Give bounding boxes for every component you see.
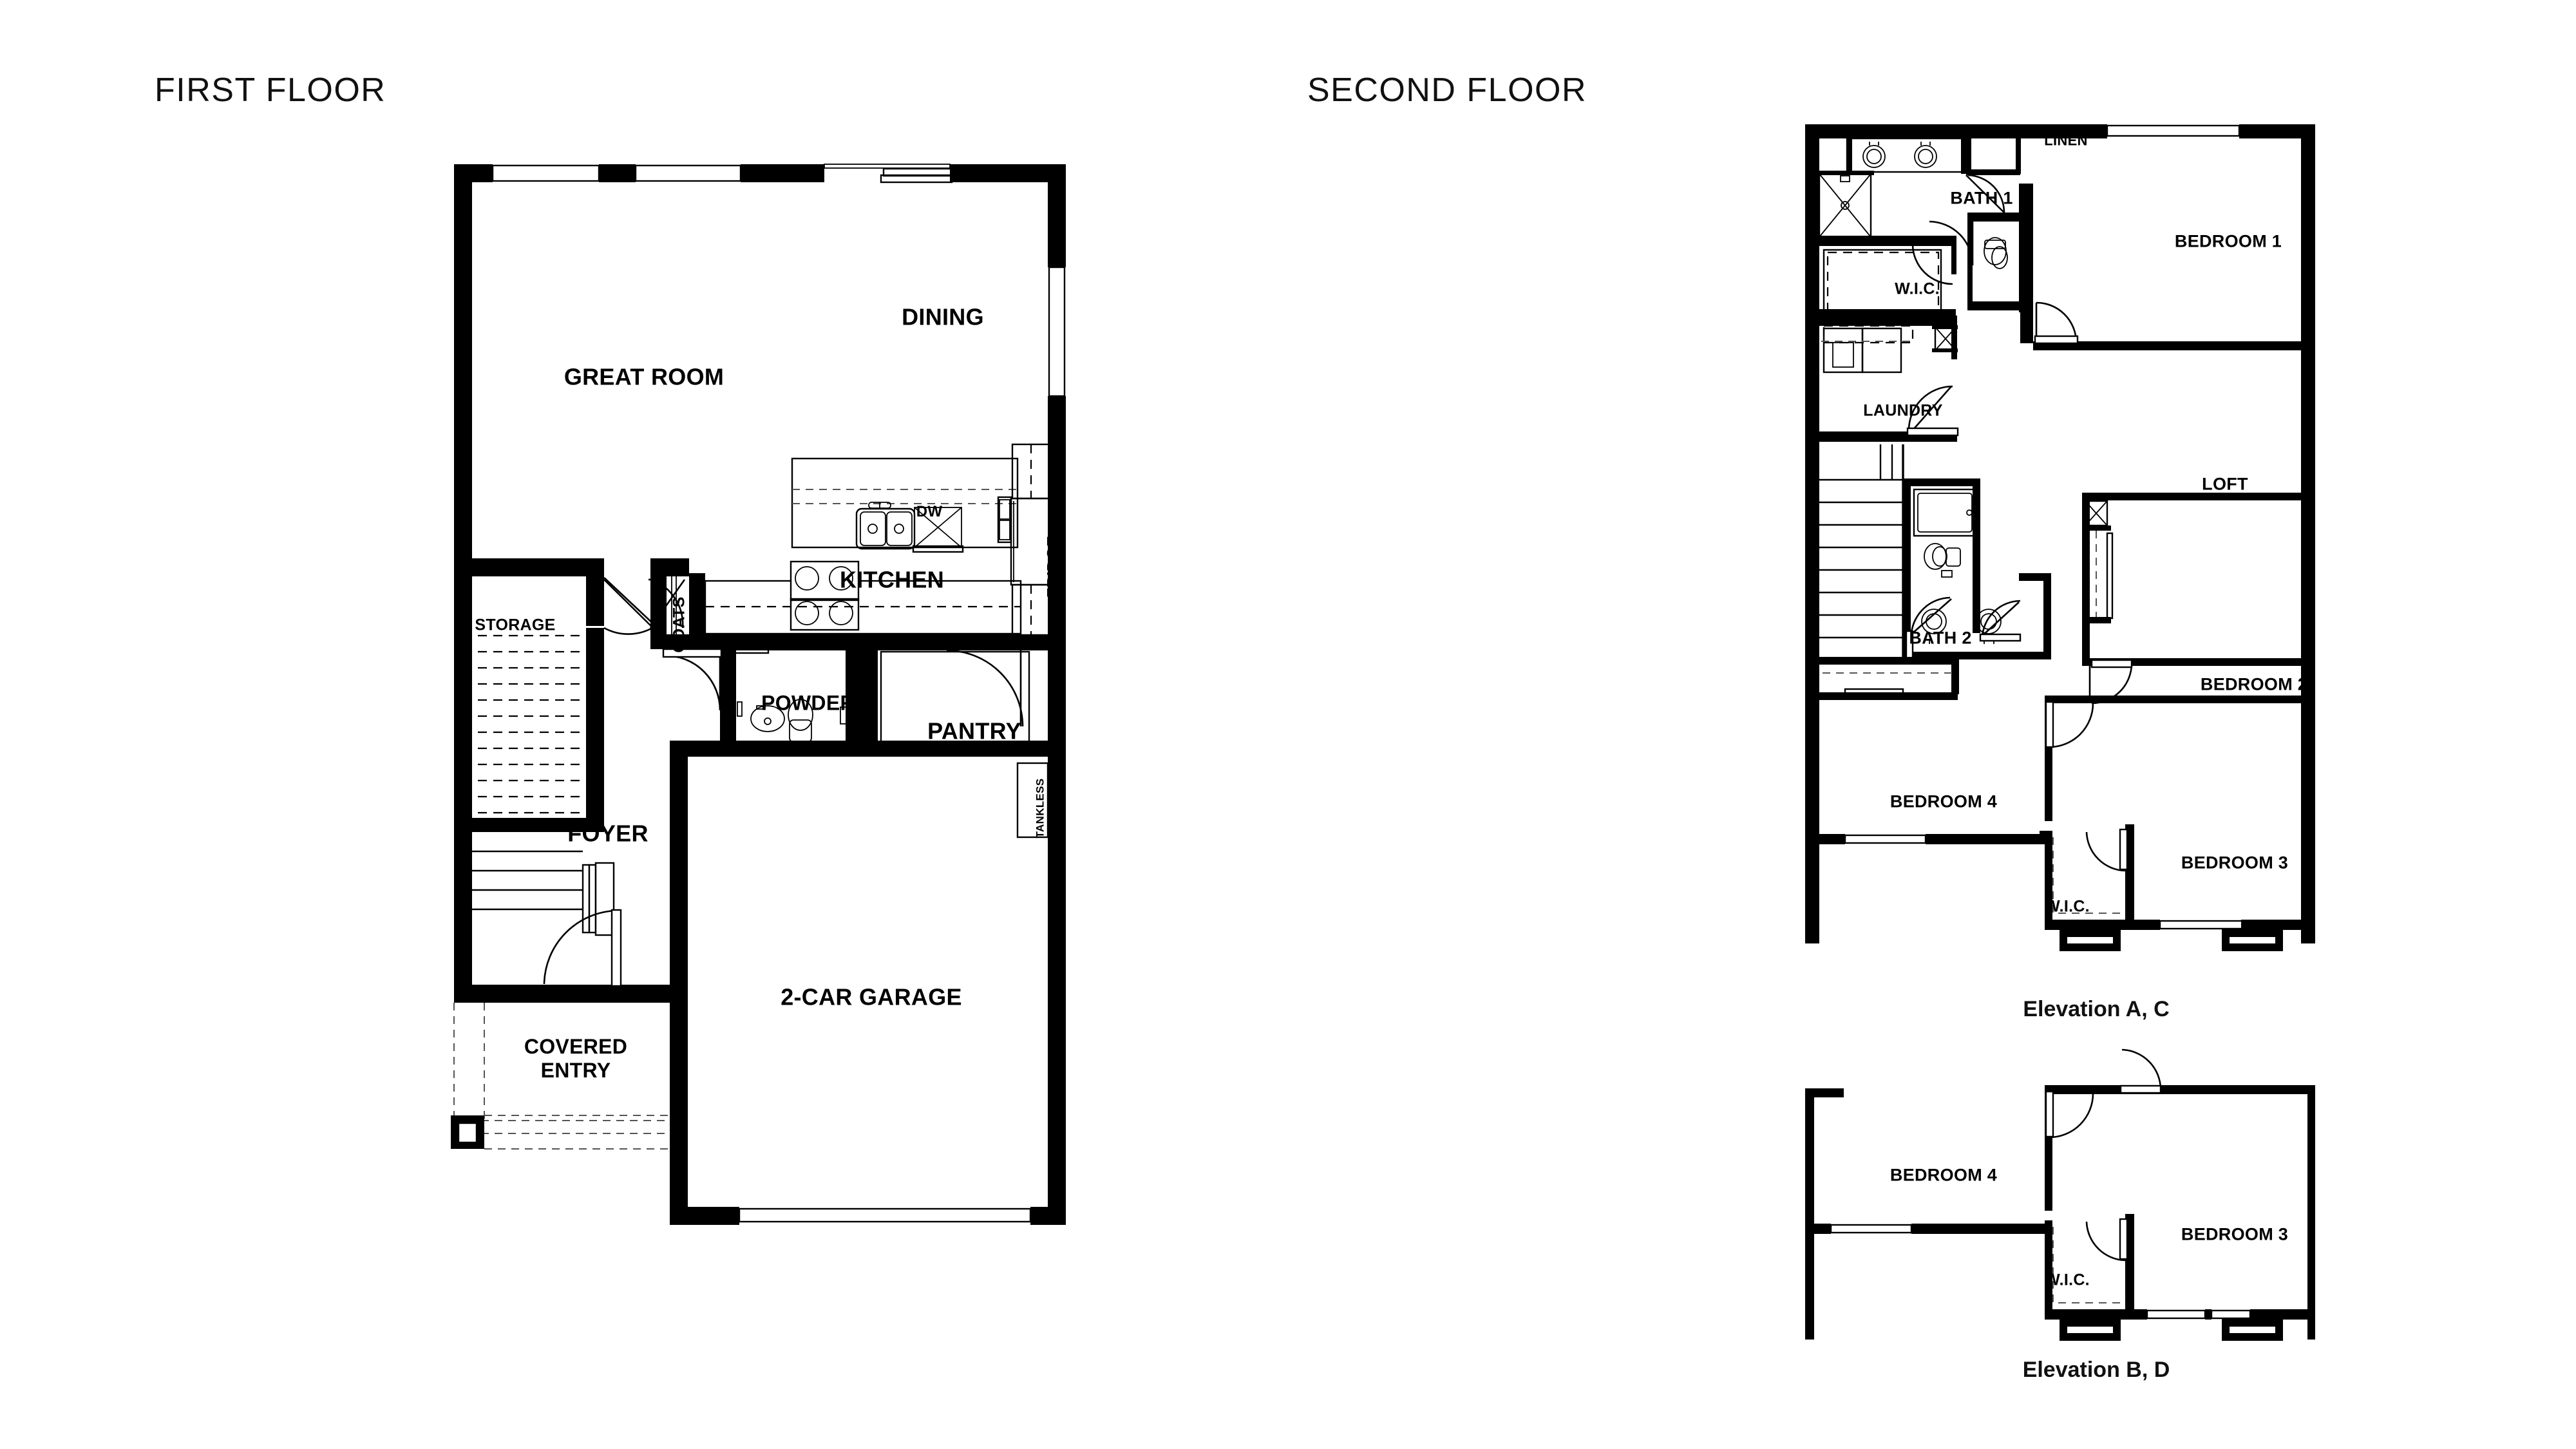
room-label-bedroom1: BEDROOM 1 <box>2174 231 2282 251</box>
room-label-wic_1: W.I.C. <box>1895 279 1940 298</box>
second-floor-bd-geometry <box>1805 1048 2315 1341</box>
room-label-bedroom4_bd: BEDROOM 4 <box>1889 1165 1998 1185</box>
room-label-fridge: FRIDGE <box>1044 535 1063 598</box>
elevation-ac-caption: Elevation A, C <box>2023 997 2170 1021</box>
room-label-coats: COATS <box>670 596 688 653</box>
room-label-storage: STORAGE <box>475 616 556 634</box>
first-floor-title: FIRST FLOOR <box>155 71 386 109</box>
room-label-dishwasher: DW <box>916 503 943 521</box>
room-label-bath1: BATH 1 <box>1950 188 2013 208</box>
room-label-pantry: PANTRY <box>927 717 1021 744</box>
room-label-wic_3: W.I.C. <box>2045 897 2090 916</box>
room-label-bedroom3: BEDROOM 3 <box>2181 853 2289 873</box>
room-label-bedroom2: BEDROOM 2 <box>2200 674 2308 694</box>
room-label-powder: POWDER <box>761 691 855 715</box>
room-label-bedroom3_bd: BEDROOM 3 <box>2181 1224 2289 1244</box>
room-label-kitchen: KITCHEN <box>839 566 945 593</box>
room-label-great_room: GREAT ROOM <box>564 363 724 390</box>
room-label-linen: LINEN <box>2044 132 2088 149</box>
room-label-wic_bd: W.I.C. <box>2045 1271 2090 1289</box>
room-label-foyer: FOYER <box>567 820 649 847</box>
room-label-loft: LOFT <box>2202 474 2248 494</box>
elevation-bd-caption: Elevation B, D <box>2022 1358 2170 1382</box>
room-label-garage: 2-CAR GARAGE <box>781 983 962 1010</box>
room-label-laundry: LAUNDRY <box>1863 401 1943 420</box>
second-floor-title: SECOND FLOOR <box>1307 71 1587 109</box>
room-label-dining: DINING <box>902 303 984 330</box>
room-label-bedroom4: BEDROOM 4 <box>1889 791 1998 811</box>
room-label-bath2: BATH 2 <box>1909 628 1972 648</box>
